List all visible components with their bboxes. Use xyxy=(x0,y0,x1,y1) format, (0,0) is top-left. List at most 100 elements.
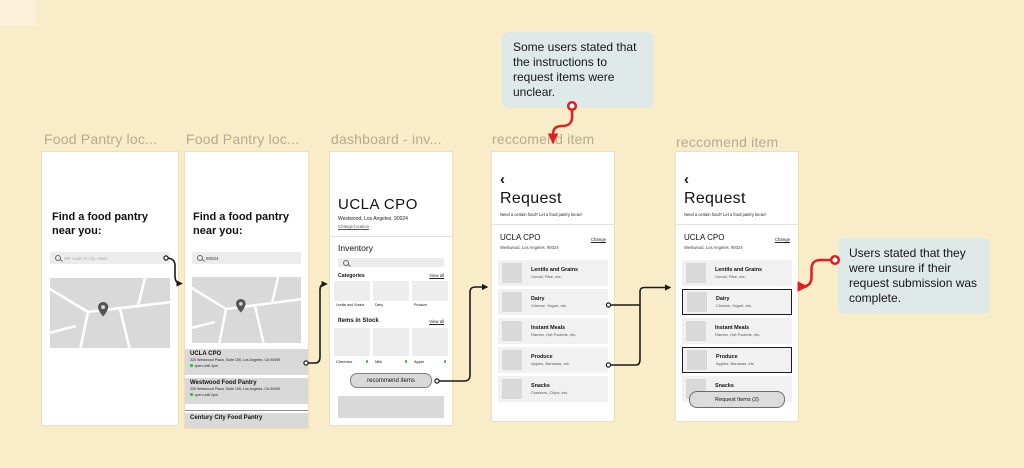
stock-item-name: Cheerios xyxy=(336,359,353,364)
item-thumbnail xyxy=(687,350,707,370)
inventory-heading: Inventory xyxy=(338,243,373,253)
frame-title-pantry-locator-2[interactable]: Food Pantry loc... xyxy=(186,131,300,147)
screen-dashboard-inventory: UCLA CPO Westwood, Los Angeles, 90024 Ch… xyxy=(330,152,452,425)
result-status: open until 2pm xyxy=(194,363,219,368)
item-thumbnail xyxy=(686,321,706,341)
item-desc: Crackers, Chips, etc. xyxy=(531,390,569,395)
request-items-button[interactable]: Request Items (2) xyxy=(689,391,785,408)
map-preview[interactable] xyxy=(192,277,301,343)
pantry-location: Westwood, Los Angeles, 90024 xyxy=(684,245,743,250)
category-card[interactable] xyxy=(334,281,370,301)
pantry-name: UCLA CPO xyxy=(338,196,418,213)
item-desc: Apples, Bananas, etc. xyxy=(716,361,755,366)
screen-pantry-locator-results: Find a food pantry near you: 90024 UCLA … xyxy=(185,152,308,428)
request-item-lentils[interactable]: Lentils and Grains Cereal, Rice, etc. xyxy=(682,260,792,286)
bottom-bar-placeholder xyxy=(338,396,444,418)
map-pin-icon xyxy=(236,299,246,313)
section-divider xyxy=(676,224,798,225)
category-card[interactable] xyxy=(412,281,448,301)
pantry-location: Westwood, Los Angeles, 90024 xyxy=(500,245,559,250)
map-roads xyxy=(192,277,301,343)
item-name: Instant Meals xyxy=(531,325,566,331)
open-status-dot xyxy=(190,393,193,396)
screen-request-selected: ‹ Request Need a certain food? Let a foo… xyxy=(676,152,798,421)
stock-item-card[interactable] xyxy=(334,328,370,356)
stock-item-card[interactable] xyxy=(412,328,448,356)
item-name: Dairy xyxy=(531,296,545,302)
recommend-items-button[interactable]: recommend items xyxy=(350,373,432,388)
item-desc: Ramen, Hot Pockets, etc. xyxy=(531,332,577,337)
item-name: Produce xyxy=(716,354,738,360)
item-desc: Cheese, Yogurt, etc. xyxy=(716,303,753,308)
change-link[interactable]: Change xyxy=(774,237,790,242)
stock-item-name: Apple xyxy=(414,359,425,364)
request-subheading: Need a certain food? Let a food pantry k… xyxy=(500,212,582,217)
frame-title-dashboard-inventory[interactable]: dashboard - inv... xyxy=(331,131,442,147)
in-stock-dot xyxy=(365,360,368,363)
item-name: Snacks xyxy=(715,383,734,389)
item-thumbnail xyxy=(502,321,522,341)
connector-screen2-screen3 xyxy=(307,280,328,364)
item-name: Dairy xyxy=(716,296,730,302)
items-view-all-link[interactable]: View all xyxy=(429,319,444,324)
connector-screen4-screen5 xyxy=(609,284,672,366)
search-value: 90024 xyxy=(206,255,219,261)
frame-title-pantry-locator-1[interactable]: Food Pantry loc... xyxy=(44,131,158,147)
change-location-link[interactable]: Change location xyxy=(338,224,370,229)
request-item-produce[interactable]: Produce Apples, Bananas, etc. xyxy=(498,347,608,373)
result-address: 220 Westwood Plaza, Suite 105, Los Angel… xyxy=(190,387,281,391)
result-name: UCLA CPO xyxy=(190,351,222,357)
zip-search-input[interactable]: ZIP code or city, state xyxy=(50,252,170,264)
search-icon xyxy=(343,259,349,266)
request-subheading: Need a certain food? Let a food pantry k… xyxy=(684,212,766,217)
stock-item-card[interactable] xyxy=(373,328,409,356)
pantry-result-ucla-cpo[interactable]: UCLA CPO 220 Westwood Plaza, Suite 105, … xyxy=(185,349,308,375)
item-thumbnail xyxy=(686,263,706,283)
pantry-result-century-city[interactable]: Century City Food Pantry xyxy=(185,413,308,428)
pantry-name: UCLA CPO xyxy=(500,233,541,242)
annotation-arrow-note2-screen5 xyxy=(797,258,832,292)
item-desc: Ramen, Hot Pockets, etc. xyxy=(715,332,761,337)
search-icon xyxy=(197,255,203,261)
item-desc: Cereal, Rice, etc. xyxy=(715,274,746,279)
category-card[interactable] xyxy=(373,281,409,301)
request-item-dairy-selected[interactable]: Dairy Cheese, Yogurt, etc. xyxy=(682,289,792,315)
request-heading: Request xyxy=(500,190,562,207)
request-item-lentils[interactable]: Lentils and Grains Cereal, Rice, etc. xyxy=(498,260,608,286)
request-item-snacks[interactable]: Snacks Crackers, Chips, etc. xyxy=(498,376,608,402)
map-preview[interactable] xyxy=(50,278,170,348)
search-placeholder: ZIP code or city, state xyxy=(64,255,108,261)
change-link[interactable]: Change xyxy=(590,237,606,242)
zip-search-input[interactable]: 90024 xyxy=(192,252,301,264)
back-chevron-icon[interactable]: ‹ xyxy=(500,171,505,188)
section-divider xyxy=(492,224,614,225)
category-label: Lentils and Grains xyxy=(336,303,365,307)
item-name: Lentils and Grains xyxy=(531,267,579,273)
canvas-corner-patch xyxy=(0,0,36,26)
categories-label: Categories xyxy=(338,273,365,279)
request-item-instant-meals[interactable]: Instant Meals Ramen, Hot Pockets, etc. xyxy=(682,318,792,344)
stock-item-name: Milk xyxy=(375,359,383,364)
item-name: Snacks xyxy=(531,383,550,389)
screen-heading: Find a food pantry near you: xyxy=(52,211,148,238)
item-desc: Apples, Bananas, etc. xyxy=(531,361,570,366)
map-pin-icon xyxy=(98,302,109,317)
request-item-instant-meals[interactable]: Instant Meals Ramen, Hot Pockets, etc. xyxy=(498,318,608,344)
category-label: Produce xyxy=(414,303,428,307)
request-item-produce-selected[interactable]: Produce Apples, Bananas, etc. xyxy=(682,347,792,373)
pantry-name: UCLA CPO xyxy=(684,233,725,242)
frame-title-recommend-item-1[interactable]: reccomend item xyxy=(492,131,595,147)
back-chevron-icon[interactable]: ‹ xyxy=(684,171,689,188)
item-name: Lentils and Grains xyxy=(715,267,763,273)
map-roads xyxy=(50,278,170,348)
pantry-location: Westwood, Los Angeles, 90024 xyxy=(338,216,408,222)
categories-view-all-link[interactable]: View all xyxy=(429,273,444,278)
request-item-dairy[interactable]: Dairy Cheese, Yogurt, etc. xyxy=(498,289,608,315)
pantry-result-westwood[interactable]: Westwood Food Pantry 220 Westwood Plaza,… xyxy=(185,378,308,404)
item-thumbnail xyxy=(502,379,522,399)
inventory-search-input[interactable] xyxy=(338,258,444,267)
item-name: Produce xyxy=(531,354,553,360)
list-divider xyxy=(185,410,308,411)
frame-title-recommend-item-2[interactable]: reccomend item xyxy=(676,134,779,150)
